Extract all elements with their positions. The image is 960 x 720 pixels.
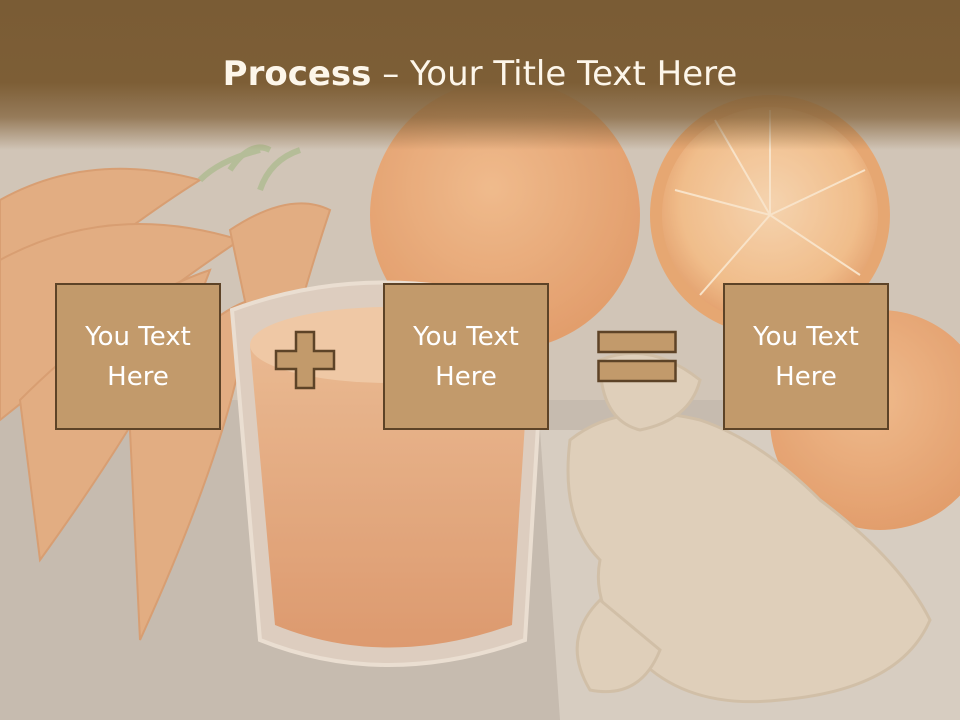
process-box-2[interactable]: You Text Here [383,283,549,430]
process-box-3-label: You Text Here [753,321,859,392]
title-rest: Your Title Text Here [410,54,738,94]
process-box-3[interactable]: You Text Here [723,283,889,430]
equals-icon [597,330,677,383]
title-band [0,0,960,150]
process-box-1-label: You Text Here [85,321,191,392]
plus-icon [274,330,336,390]
title-separator: – [371,54,411,94]
process-box-2-label: You Text Here [413,321,519,392]
title-emphasis: Process [222,54,372,94]
slide-title[interactable]: Process – Your Title Text Here [0,52,960,96]
process-box-1[interactable]: You Text Here [55,283,221,430]
